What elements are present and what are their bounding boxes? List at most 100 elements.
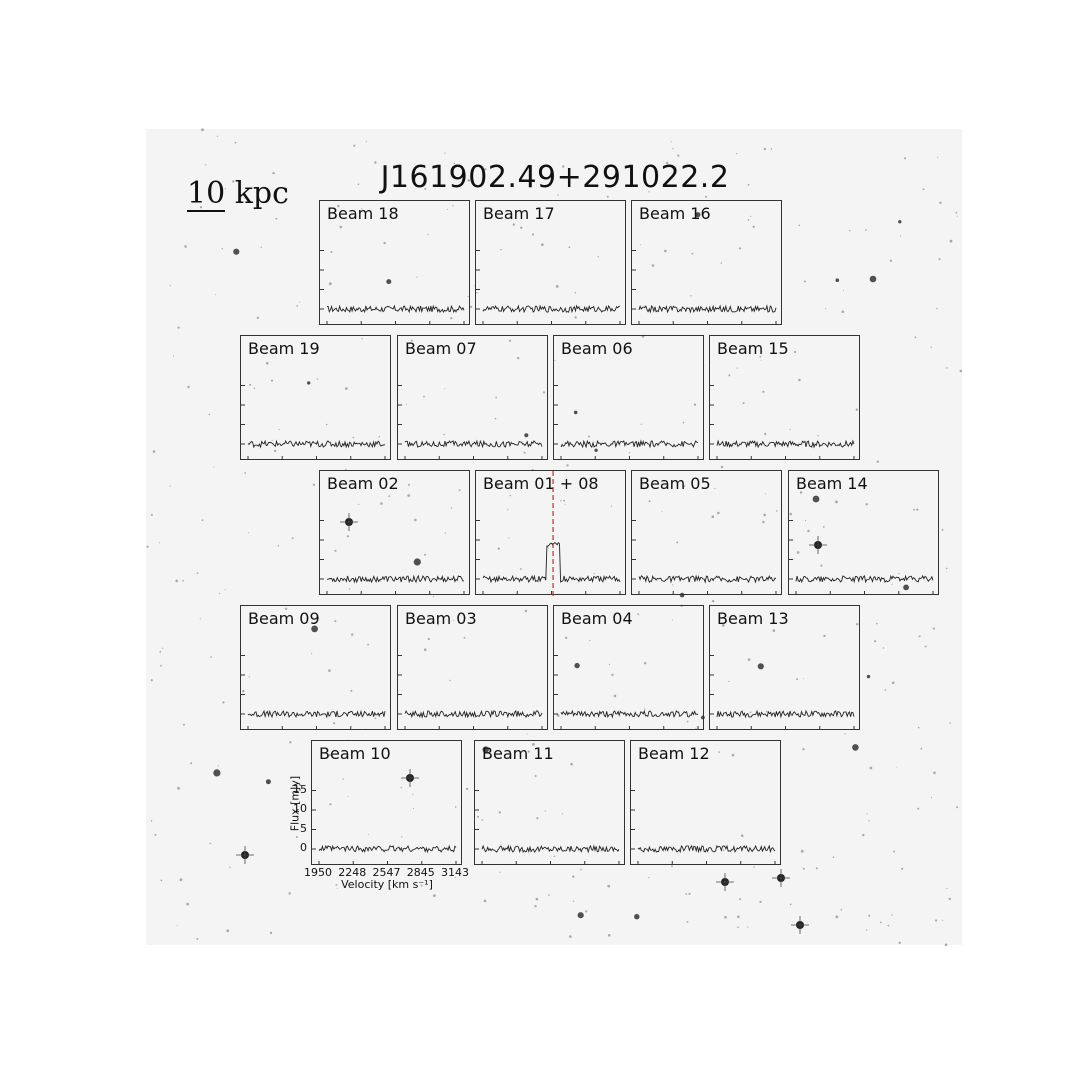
star [353,144,356,147]
spectrum-line [716,439,855,449]
star [882,647,885,649]
star [484,168,487,171]
star [956,215,958,217]
star [186,902,189,906]
star [868,820,870,822]
star [903,584,909,591]
beam-panel: Beam 14 [788,470,939,595]
star [541,243,544,246]
star [644,662,647,665]
star [930,796,933,799]
star [683,485,686,487]
star [519,568,522,570]
star [574,662,580,669]
beam-panel-label: Beam 07 [405,339,477,358]
star [412,807,415,810]
star [401,836,403,838]
beam-panel-label: Beam 06 [561,339,633,358]
star [880,921,882,924]
star [823,634,826,638]
spectrum-plot [312,790,457,865]
star [284,607,288,610]
star [265,361,269,365]
beam-panel: Beam 09 [240,605,391,730]
star [904,157,907,160]
star [724,915,727,919]
star [946,367,948,369]
star [526,733,528,735]
star [822,526,825,528]
beam-panel: Beam 16 [631,200,782,325]
star [177,326,180,329]
star [574,292,577,294]
star [564,636,568,639]
star [825,308,827,310]
star [679,592,685,598]
star [233,248,240,255]
star [815,867,818,870]
star [932,627,936,630]
star [527,750,530,753]
star [798,224,800,227]
star [572,900,575,902]
star [499,871,501,873]
star [222,701,225,704]
star [844,733,846,735]
star [350,689,353,692]
star [444,388,446,390]
star [388,495,391,498]
beam-panel-label: Beam 11 [482,744,554,763]
star [182,579,184,582]
star [446,208,448,210]
star [700,309,702,310]
beam-panel: Beam 07 [397,335,548,460]
star [648,500,651,503]
star [336,887,338,889]
star [358,503,360,505]
beam-panel: Beam 19 [240,335,391,460]
star [740,834,744,837]
spectrum-plot [398,385,543,460]
star [648,191,650,193]
star [298,301,300,303]
star [554,359,556,361]
star [759,355,762,358]
star [793,350,797,354]
star [210,656,212,658]
star [933,771,936,775]
star [914,336,917,339]
star [330,251,333,253]
star [941,528,944,531]
spectrum-plot [476,250,621,325]
star [244,472,247,474]
star [334,549,337,552]
star [866,813,868,815]
star [347,796,349,798]
x-tick-label: 2845 [406,866,435,879]
star [937,156,939,158]
star [566,464,569,467]
star [520,226,523,229]
star [672,584,674,586]
star [682,421,685,424]
star [209,842,211,845]
spectrum-line [638,304,777,314]
star [463,636,466,639]
star [169,485,171,487]
star [922,188,925,191]
star [561,813,564,815]
star [437,623,439,626]
star [427,637,430,641]
star [291,537,294,540]
star [424,187,427,190]
star [190,762,193,765]
star [273,449,277,453]
star [803,280,806,283]
star [865,929,868,931]
spectrum-line [482,304,621,314]
beam-panel: Beam 04 [553,605,704,730]
star [930,346,932,348]
star [542,391,546,394]
star [889,259,893,262]
